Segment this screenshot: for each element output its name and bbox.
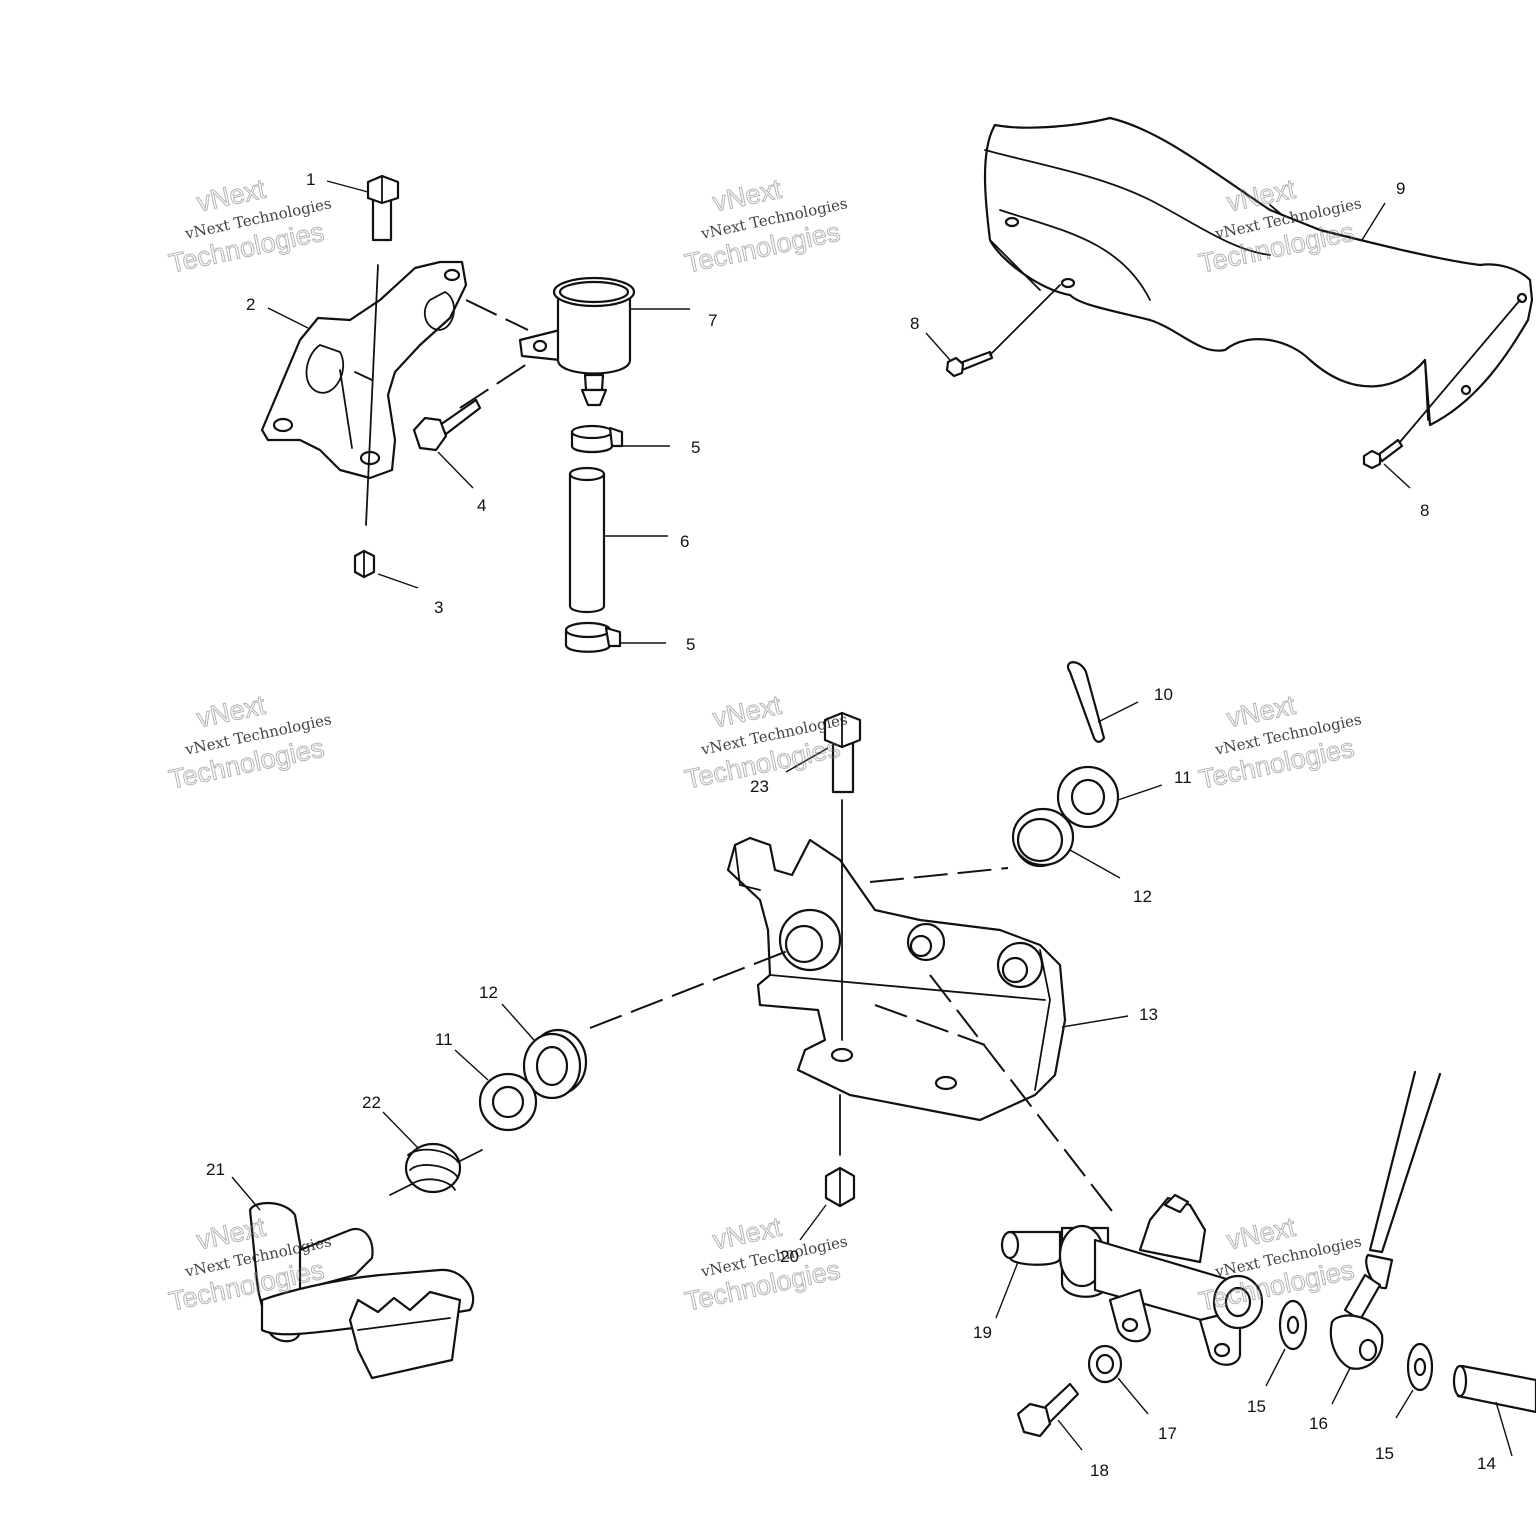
callout-16: 16 xyxy=(1309,1414,1328,1433)
bracket-part-13 xyxy=(726,836,1067,1122)
callout-4: 4 xyxy=(477,496,486,515)
callout-5-lower: 5 xyxy=(686,635,695,654)
callout-22: 22 xyxy=(362,1093,381,1112)
clamp-part-5-lower xyxy=(564,621,622,653)
spring-part-22 xyxy=(389,1142,483,1196)
callout-1: 1 xyxy=(306,170,315,189)
bracket-part-2 xyxy=(260,260,468,480)
callout-11-upper: 11 xyxy=(1174,768,1192,787)
bushing-part-12-upper xyxy=(1011,807,1075,868)
watermark-top-right: vNext vNext Technologies Technologies xyxy=(1196,173,1363,279)
leader-lines xyxy=(231,180,1513,1457)
screw-part-8-left xyxy=(945,350,994,378)
callout-9: 9 xyxy=(1396,179,1405,198)
callout-15-upper: 15 xyxy=(1247,1397,1266,1416)
callout-15-lower: 15 xyxy=(1375,1444,1394,1463)
washer-part-17 xyxy=(1087,1344,1123,1384)
nut-part-3 xyxy=(353,549,376,579)
cotter-pin-part-10 xyxy=(1067,661,1106,743)
callout-20: 20 xyxy=(780,1247,799,1266)
callout-19: 19 xyxy=(973,1323,992,1342)
hose-part-6 xyxy=(568,466,606,614)
callout-21: 21 xyxy=(206,1160,225,1179)
bolt-part-4 xyxy=(412,398,482,452)
callout-12-lower: 12 xyxy=(479,983,498,1002)
watermark-bottom-right: vNext vNext Technologies Technologies xyxy=(1196,1211,1363,1317)
callout-23: 23 xyxy=(750,777,769,796)
callout-2: 2 xyxy=(246,295,255,314)
callout-13: 13 xyxy=(1139,1005,1158,1024)
callout-6: 6 xyxy=(680,532,689,551)
washer-part-11-upper xyxy=(1056,765,1120,829)
shaft-part-19 xyxy=(1000,1193,1264,1366)
washer-part-15-upper xyxy=(1278,1299,1308,1351)
callout-7: 7 xyxy=(708,311,717,330)
bolt-part-18 xyxy=(1016,1382,1080,1438)
reservoir-part-7 xyxy=(518,276,636,407)
watermark-bottom-left: vNext vNext Technologies Technologies xyxy=(166,1211,333,1317)
callout-5-upper: 5 xyxy=(691,438,700,457)
pin-part-14 xyxy=(1452,1364,1536,1414)
washer-part-15-lower xyxy=(1406,1342,1434,1392)
rod-end-part-16 xyxy=(1329,1070,1442,1370)
callout-12-upper: 12 xyxy=(1133,887,1152,906)
callout-10: 10 xyxy=(1154,685,1173,704)
watermark-top-middle: vNext vNext Technologies Technologies xyxy=(682,173,849,279)
screw-part-8-right xyxy=(1362,438,1404,470)
callout-17: 17 xyxy=(1158,1424,1177,1443)
callout-18: 18 xyxy=(1090,1461,1109,1480)
bolt-part-23 xyxy=(823,711,862,794)
callout-3: 3 xyxy=(434,598,443,617)
callout-8-left: 8 xyxy=(910,314,919,333)
washer-part-11-lower xyxy=(478,1072,538,1132)
bolt-part-1 xyxy=(366,174,400,242)
callout-8-right: 8 xyxy=(1420,501,1429,520)
watermark-middle-left: vNext vNext Technologies Technologies xyxy=(166,689,333,795)
pedal-part-21 xyxy=(248,1202,475,1380)
bushing-part-12-lower xyxy=(522,1028,588,1100)
callout-14: 14 xyxy=(1477,1454,1496,1473)
nut-part-20 xyxy=(824,1166,856,1208)
clamp-part-5-upper xyxy=(570,424,624,454)
watermark-bottom-center: vNext vNext Technologies Technologies xyxy=(682,1211,849,1317)
callout-11-lower: 11 xyxy=(435,1030,453,1049)
watermark-middle-right: vNext vNext Technologies Technologies xyxy=(1196,689,1363,795)
panel-part-9 xyxy=(983,116,1534,427)
